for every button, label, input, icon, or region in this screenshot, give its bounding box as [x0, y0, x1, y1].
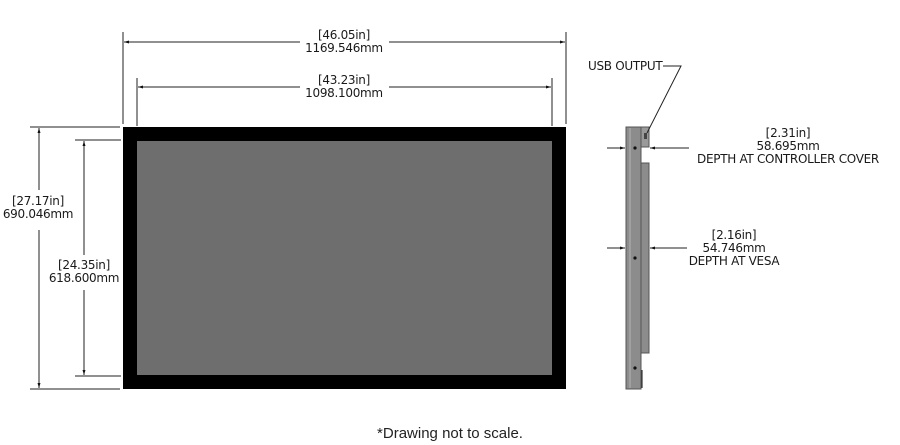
active-width-mm: 1098.100mm	[305, 86, 383, 100]
mount-hole	[633, 256, 637, 260]
overall-height-dimension	[30, 126, 120, 390]
usb-output-label: USB OUTPUT	[588, 59, 663, 73]
depth-vesa-inches: 2.16in	[684, 229, 784, 242]
depth-controller-mm: 58.695mm	[756, 139, 820, 153]
active-height-inches: 24.35in	[46, 259, 122, 272]
active-width-dimension	[136, 78, 553, 126]
depth-controller-caption: DEPTH AT CONTROLLER COVER	[697, 152, 879, 166]
usb-output-text: USB OUTPUT	[588, 59, 663, 73]
active-height-dimension	[75, 139, 121, 377]
overall-width-inches: 46.05in	[304, 29, 384, 42]
depth-controller-label: 2.31in 58.695mm DEPTH AT CONTROLLER COVE…	[690, 127, 886, 166]
mount-hole	[633, 146, 637, 150]
overall-height-label: 27.17in 690.046mm	[0, 195, 76, 221]
monitor-screen	[137, 141, 552, 375]
mount-hole	[633, 366, 637, 370]
side-view	[625, 126, 650, 390]
front-view	[123, 127, 566, 389]
overall-width-dimension	[122, 32, 567, 124]
overall-height-mm: 690.046mm	[2, 207, 74, 221]
scale-footnote: *Drawing not to scale.	[377, 425, 523, 442]
depth-vesa-mm: 54.746mm	[702, 241, 766, 255]
depth-controller-inches: 2.31in	[690, 127, 886, 140]
active-width-inches: 43.23in	[304, 74, 384, 87]
depth-vesa-label: 2.16in 54.746mm DEPTH AT VESA	[684, 229, 784, 268]
usb-leader	[646, 65, 682, 134]
active-width-label: 43.23in 1098.100mm	[304, 74, 384, 100]
vesa-mount-plate	[640, 162, 650, 354]
depth-vesa-caption: DEPTH AT VESA	[688, 254, 780, 268]
overall-width-label: 46.05in 1169.546mm	[304, 29, 384, 55]
overall-width-mm: 1169.546mm	[305, 41, 383, 55]
usb-port	[644, 133, 647, 139]
active-height-label: 24.35in 618.600mm	[46, 259, 122, 285]
overall-height-inches: 27.17in	[0, 195, 76, 208]
active-height-mm: 618.600mm	[48, 271, 120, 285]
